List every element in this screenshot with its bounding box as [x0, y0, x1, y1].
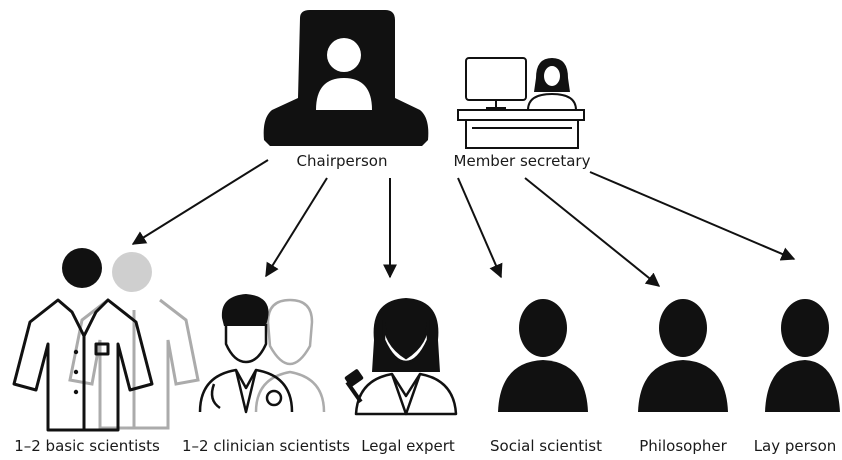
chairperson-label: Chairperson — [296, 152, 388, 170]
arrow-chair-to-clinician — [265, 177, 328, 278]
social-scientist-icon — [498, 299, 588, 412]
doctors-icon — [198, 294, 326, 414]
secretary-at-desk-icon — [457, 57, 585, 149]
lawyer-gavel-icon — [344, 298, 458, 416]
social-scientist-label: Social scientist — [490, 437, 602, 455]
arrow-secretary-to-social — [457, 177, 503, 279]
chairperson-icon — [263, 10, 429, 146]
lay-person-label: Lay person — [753, 437, 837, 455]
clinician-scientists-label: 1–2 clinician scientists — [181, 437, 351, 455]
lab-coat-scientists-icon — [12, 248, 200, 432]
connector-arrows — [131, 159, 796, 287]
lay-person-icon — [765, 299, 840, 412]
arrow-chair-to-basic — [131, 159, 269, 245]
arrow-secretary-to-philosopher — [524, 177, 661, 287]
member-secretary-label: Member secretary — [453, 152, 591, 170]
legal-expert-label: Legal expert — [361, 437, 455, 455]
philosopher-label: Philosopher — [639, 437, 727, 455]
arrow-secretary-to-lay — [589, 171, 796, 261]
basic-scientists-label: 1–2 basic scientists — [14, 437, 160, 455]
philosopher-icon — [638, 299, 728, 412]
